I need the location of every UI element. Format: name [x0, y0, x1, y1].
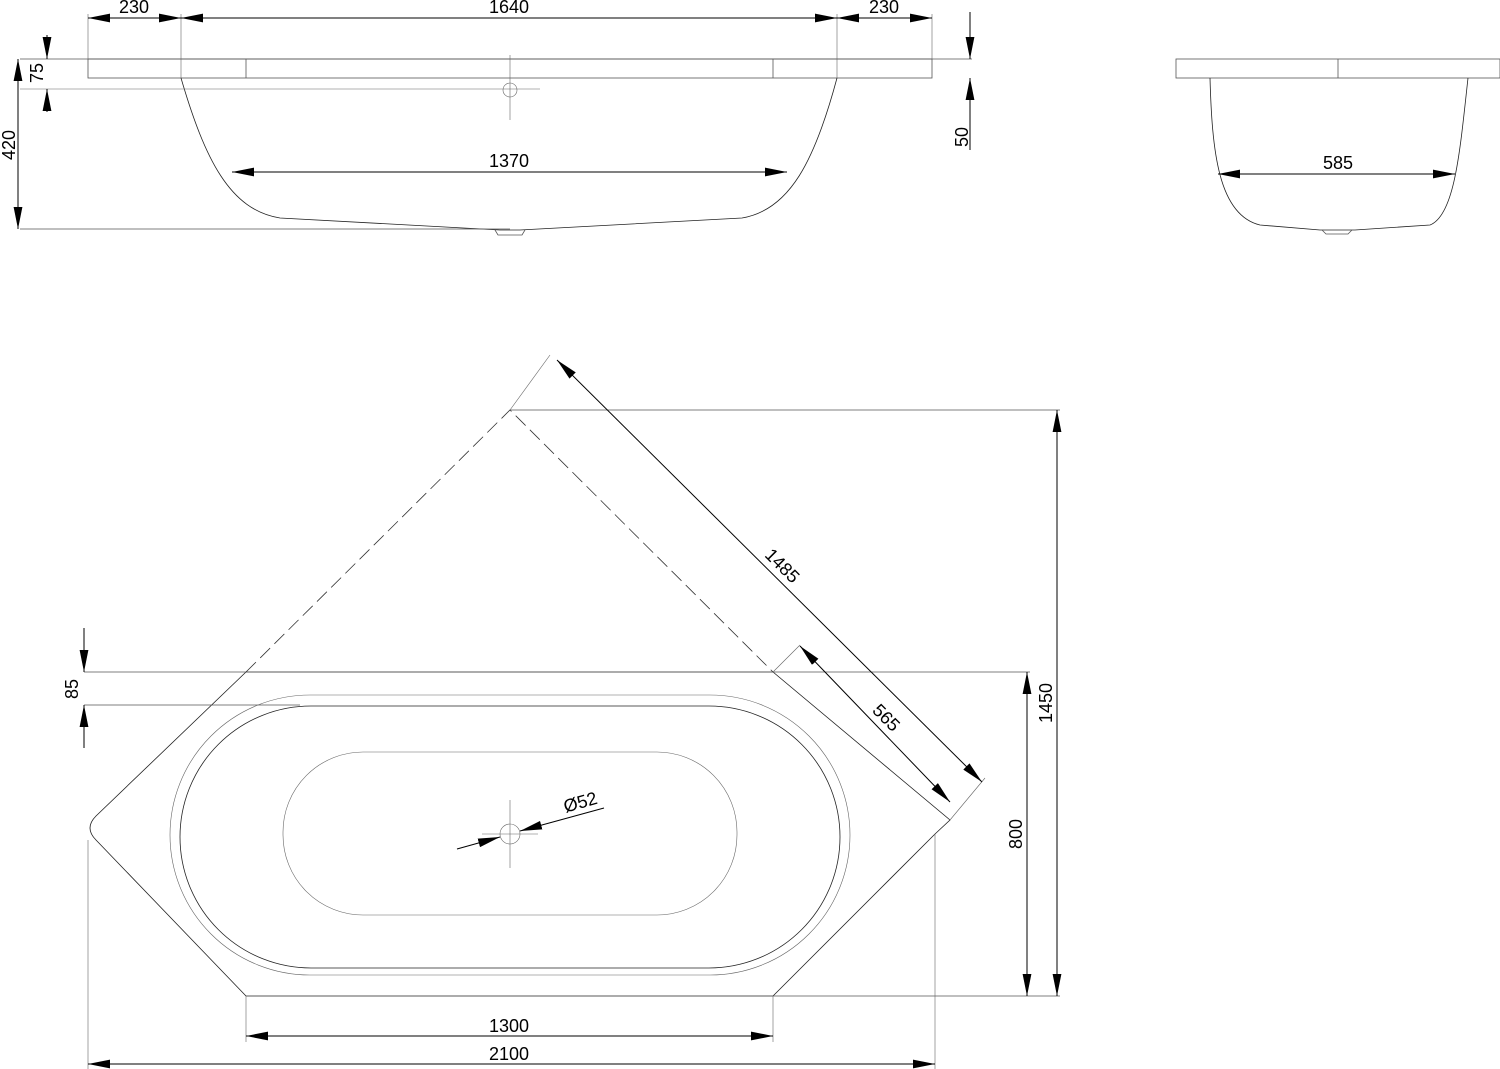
dim-diagonal-depth: 565	[869, 700, 904, 735]
dim-bottom-length: 1370	[489, 151, 529, 171]
dim-front-edge: 1300	[489, 1016, 529, 1036]
side-view: 585	[1175, 58, 1500, 235]
dim-inner-length: 1640	[489, 0, 529, 17]
dim-drain-diameter: Ø52	[561, 788, 599, 817]
dim-bottom-width: 585	[1323, 153, 1353, 173]
dim-rim-offset: 85	[62, 679, 82, 699]
plan-view: Ø52 1485 565 85 1450 800 1300 2100	[62, 354, 1062, 1069]
dim-rim-left: 230	[119, 0, 149, 17]
dim-rim-height: 75	[27, 63, 47, 83]
dim-total-height: 420	[0, 130, 19, 160]
dim-overflow-offset: 50	[952, 127, 972, 147]
front-view: 230 1640 230 420 75 50 1370	[0, 0, 975, 236]
dim-total-depth: 1450	[1036, 683, 1056, 723]
dim-front-depth: 800	[1006, 819, 1026, 849]
dim-rim-right: 230	[869, 0, 899, 17]
dim-diagonal: 1485	[761, 545, 803, 587]
dim-total-width: 2100	[489, 1044, 529, 1064]
